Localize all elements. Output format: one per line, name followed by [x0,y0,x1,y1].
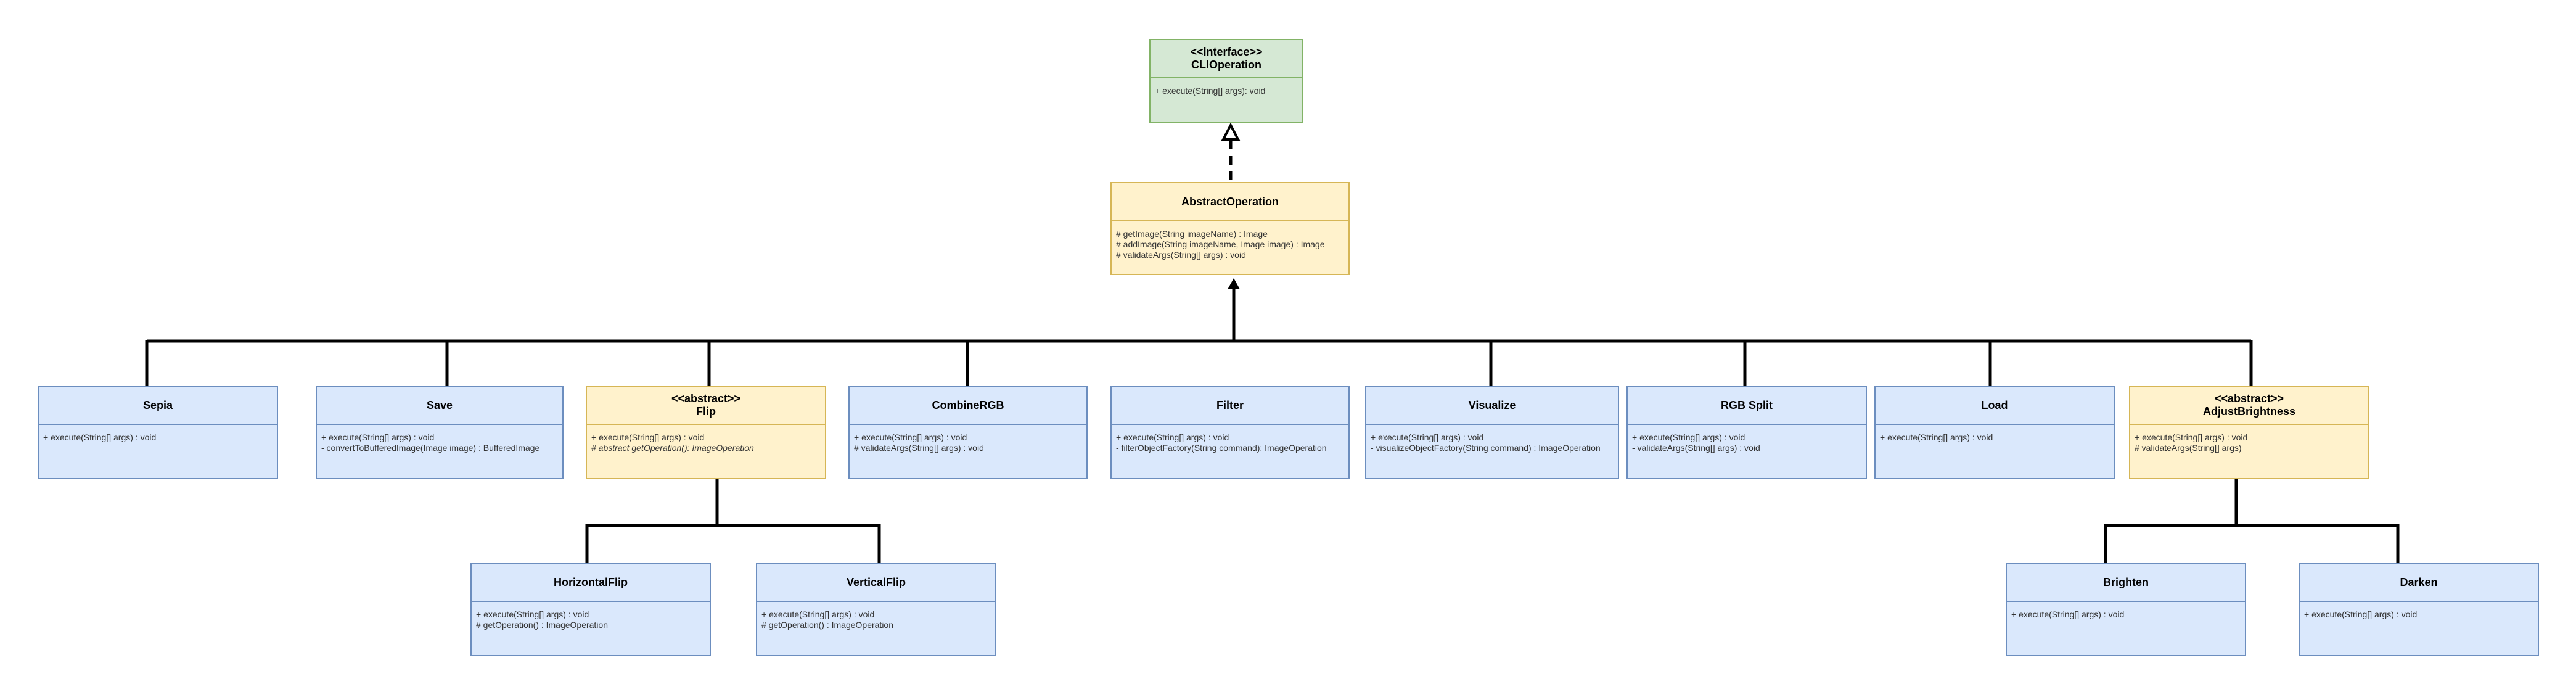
class-header: <<Interface>> CLIOperation [1151,40,1302,78]
class-rgb-split[interactable]: RGB Split + execute(String[] args) : voi… [1626,386,1867,479]
class-visualize[interactable]: Visualize + execute(String[] args) : voi… [1365,386,1619,479]
member-list: + execute(String[] args) : void # getOpe… [472,602,710,630]
class-name: Darken [2400,575,2438,588]
class-name: Brighten [2103,575,2149,588]
class-name: AdjustBrightness [2202,405,2295,418]
member-list: + execute(String[] args) : void # valida… [850,425,1086,453]
method: # getImage(String imageName) : Image [1116,229,1268,239]
class-header: CombineRGB [850,387,1086,425]
class-load[interactable]: Load + execute(String[] args) : void [1874,386,2115,479]
member-list: + execute(String[] args) : void - valida… [1628,425,1866,453]
class-name: Sepia [142,398,173,411]
member-list: + execute(String[] args) : void # valida… [2130,425,2368,453]
method: # addImage(String imageName, Image image… [1116,239,1325,249]
method: # validateArgs(String[] args) : void [854,443,984,453]
method: + execute(String[] args) : void [2011,609,2125,619]
method: + execute(String[] args): void [1155,86,1266,96]
method: + execute(String[] args) : void [321,432,435,442]
member-list: + execute(String[] args) : void - filter… [1112,425,1348,453]
method: - filterObjectFactory(String command): I… [1116,443,1327,453]
method: + execute(String[] args) : void [854,432,967,442]
method: + execute(String[] args) : void [1371,432,1484,442]
stereotype-label: <<abstract>> [671,392,741,405]
method: + execute(String[] args) : void [761,609,875,619]
class-header: AbstractOperation [1112,183,1348,221]
method: # validateArgs(String[] args) [2135,443,2242,453]
class-adjust-brightness[interactable]: <<abstract>> AdjustBrightness + execute(… [2129,386,2369,479]
class-header: <<abstract>> AdjustBrightness [2130,387,2368,425]
method: + execute(String[] args) : void [2304,609,2418,619]
class-header: Load [1876,387,2114,425]
method: - convertToBufferedImage(Image image) : … [321,443,540,453]
realization-arrowhead [1221,122,1241,141]
class-cli-operation[interactable]: <<Interface>> CLIOperation + execute(Str… [1149,39,1303,123]
class-name: Flip [696,405,716,418]
class-combine-rgb[interactable]: CombineRGB + execute(String[] args) : vo… [848,386,1088,479]
class-horizontal-flip[interactable]: HorizontalFlip + execute(String[] args) … [470,563,711,656]
stereotype-label: <<abstract>> [2214,392,2284,405]
class-header: VerticalFlip [757,564,995,602]
class-name: AbstractOperation [1181,195,1279,208]
member-list: + execute(String[] args) : void - visual… [1366,425,1618,453]
class-save[interactable]: Save + execute(String[] args) : void - c… [316,386,564,479]
class-abstract-operation[interactable]: AbstractOperation # getImage(String imag… [1110,182,1350,275]
class-name: CombineRGB [932,398,1004,411]
abstract-method: # abstract getOperation(): ImageOperatio… [591,443,754,453]
method: # getOperation() : ImageOperation [476,620,609,630]
class-header: <<abstract>> Flip [587,387,825,425]
class-name: Filter [1216,398,1244,411]
member-list: + execute(String[] args) : void - conver… [317,425,562,453]
class-header: Darken [2300,564,2538,602]
class-name: CLIOperation [1191,59,1261,71]
method: + execute(String[] args) : void [1116,432,1229,442]
method: - visualizeObjectFactory(String command)… [1371,443,1601,453]
class-name: Load [1981,398,2008,411]
member-list: + execute(String[] args) : void [39,425,277,443]
class-header: Sepia [39,387,277,425]
member-list: # getImage(String imageName) : Image # a… [1112,221,1348,260]
method: # getOperation() : ImageOperation [761,620,894,630]
class-header: HorizontalFlip [472,564,710,602]
member-list: + execute(String[] args) : void [2007,602,2245,620]
stereotype-label: <<Interface>> [1190,46,1263,58]
class-header: Visualize [1366,387,1618,425]
class-filter[interactable]: Filter + execute(String[] args) : void -… [1110,386,1350,479]
inheritance-arrowhead [1228,278,1240,289]
class-name: HorizontalFlip [554,575,628,588]
class-brighten[interactable]: Brighten + execute(String[] args) : void [2006,563,2246,656]
member-list: + execute(String[] args) : void # getOpe… [757,602,995,630]
method: + execute(String[] args) : void [476,609,589,619]
class-darken[interactable]: Darken + execute(String[] args) : void [2299,563,2539,656]
class-header: RGB Split [1628,387,1866,425]
class-sepia[interactable]: Sepia + execute(String[] args) : void [38,386,278,479]
member-list: + execute(String[] args) : void [1876,425,2114,443]
method: + execute(String[] args) : void [591,432,705,442]
class-flip[interactable]: <<abstract>> Flip + execute(String[] arg… [586,386,826,479]
member-list: + execute(String[] args) : void # abstra… [587,425,825,453]
class-header: Filter [1112,387,1348,425]
method: - validateArgs(String[] args) : void [1632,443,1760,453]
method: + execute(String[] args) : void [2135,432,2248,442]
class-header: Save [317,387,562,425]
class-name: Visualize [1468,398,1516,411]
member-list: + execute(String[] args): void [1151,78,1302,96]
method: # validateArgs(String[] args) : void [1116,250,1246,260]
class-name: VerticalFlip [846,575,906,588]
method: + execute(String[] args) : void [1880,432,1993,442]
class-vertical-flip[interactable]: VerticalFlip + execute(String[] args) : … [756,563,996,656]
method: + execute(String[] args) : void [1632,432,1745,442]
member-list: + execute(String[] args) : void [2300,602,2538,620]
class-header: Brighten [2007,564,2245,602]
class-name: Save [426,398,453,411]
class-name: RGB Split [1721,398,1773,411]
method: + execute(String[] args) : void [43,432,157,442]
